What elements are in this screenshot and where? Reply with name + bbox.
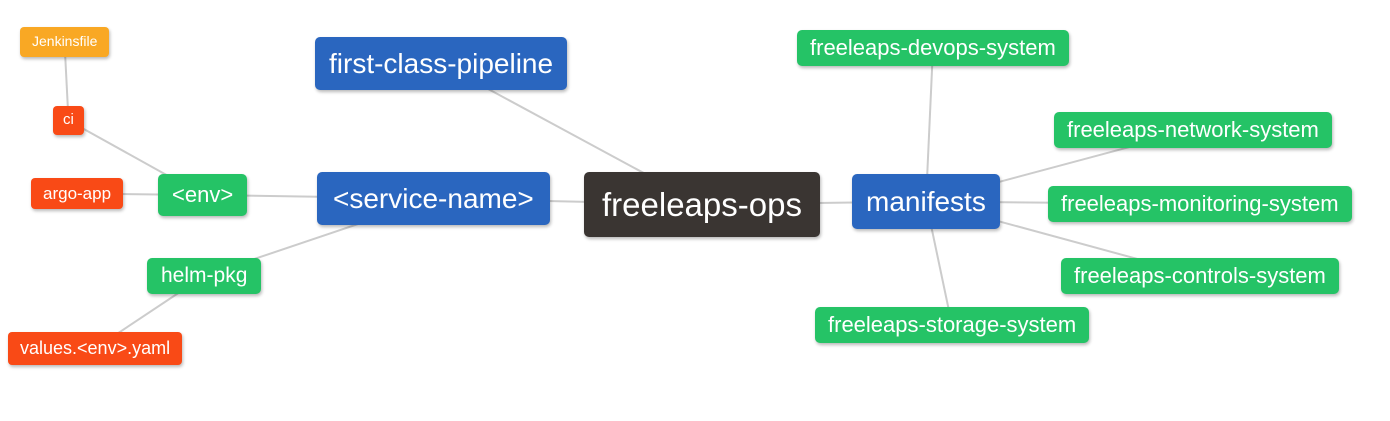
node-jenkinsfile[interactable]: Jenkinsfile bbox=[20, 27, 110, 57]
node-freeleaps-devops-system[interactable]: freeleaps-devops-system bbox=[797, 30, 1069, 66]
node-freeleaps-ops-root[interactable]: freeleaps-ops bbox=[584, 172, 820, 238]
node-first-class-pipeline[interactable]: first-class-pipeline bbox=[315, 37, 568, 90]
node-manifests[interactable]: manifests bbox=[852, 174, 1000, 229]
node-helm-pkg[interactable]: helm-pkg bbox=[147, 258, 262, 295]
node-service-name[interactable]: <service-name> bbox=[317, 172, 550, 225]
node-argo-app[interactable]: argo-app bbox=[31, 178, 124, 210]
node-freeleaps-storage-system[interactable]: freeleaps-storage-system bbox=[815, 307, 1090, 343]
node-env[interactable]: <env> bbox=[158, 174, 248, 216]
node-freeleaps-monitoring-system[interactable]: freeleaps-monitoring-system bbox=[1048, 186, 1352, 222]
node-values-env-yaml[interactable]: values.<env>.yaml bbox=[8, 332, 183, 365]
node-freeleaps-controls-system[interactable]: freeleaps-controls-system bbox=[1061, 258, 1339, 294]
node-ci[interactable]: ci bbox=[53, 106, 84, 135]
node-freeleaps-network-system[interactable]: freeleaps-network-system bbox=[1054, 112, 1332, 148]
